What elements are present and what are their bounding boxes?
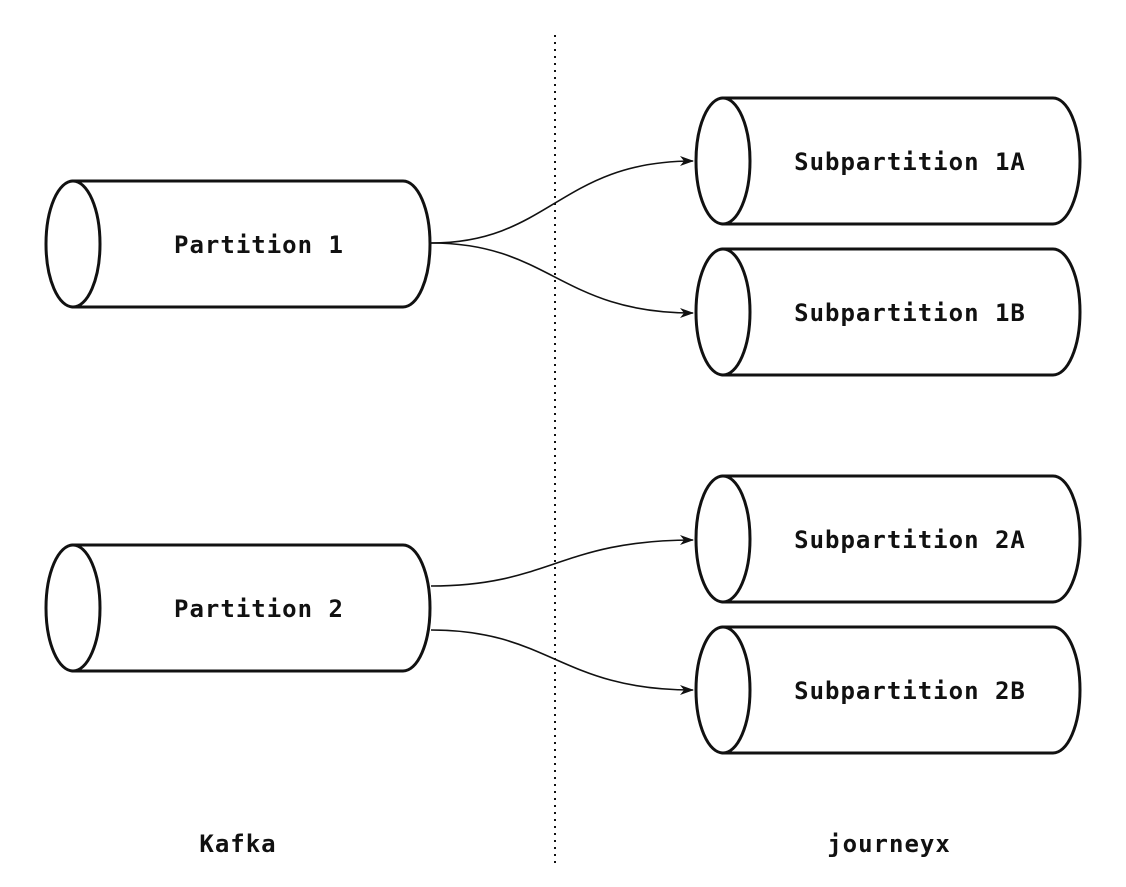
region-label-journeyx: journeyx xyxy=(827,830,951,858)
partition-1-node: Partition 1 xyxy=(44,179,432,309)
subpartition-1b-cylinder-body xyxy=(721,247,1082,377)
subpartition-1b-label: Subpartition 1B xyxy=(794,299,1026,327)
partition-2-cylinder-body xyxy=(71,543,432,673)
subpartition-2a-node: Subpartition 2A xyxy=(694,474,1082,604)
subpartition-1a-cylinder-cap xyxy=(694,96,752,226)
subpartition-1a-cylinder-body xyxy=(721,96,1082,226)
subpartition-2b-label: Subpartition 2B xyxy=(794,677,1026,705)
subpartition-1b-cylinder-cap xyxy=(694,247,752,377)
edge-partition-2-to-subpartition-2b xyxy=(430,629,694,695)
partition-1-label: Partition 1 xyxy=(174,231,344,259)
edges xyxy=(430,156,694,695)
subpartition-1a-node: Subpartition 1A xyxy=(694,96,1082,226)
edge-partition-1-to-subpartition-1a xyxy=(430,156,694,244)
partition-2-cylinder-cap xyxy=(44,543,102,673)
subpartition-1a-label: Subpartition 1A xyxy=(794,148,1026,176)
partition-2-label: Partition 2 xyxy=(174,595,344,623)
partition-1-cylinder-cap xyxy=(44,179,102,309)
subpartition-2a-cylinder-cap xyxy=(694,474,752,604)
subpartition-2b-node: Subpartition 2B xyxy=(694,625,1082,755)
edge-partition-2-to-subpartition-2a xyxy=(430,535,694,587)
subpartition-2b-cylinder-cap xyxy=(694,625,752,755)
region-label-kafka: Kafka xyxy=(199,830,276,858)
subpartition-2b-cylinder-body xyxy=(721,625,1082,755)
partition-2-node: Partition 2 xyxy=(44,543,432,673)
partition-1-cylinder-body xyxy=(71,179,432,309)
edge-partition-1-to-subpartition-1b xyxy=(430,242,694,318)
subpartition-1b-node: Subpartition 1B xyxy=(694,247,1082,377)
subpartition-2a-label: Subpartition 2A xyxy=(794,526,1026,554)
subpartition-2a-cylinder-body xyxy=(721,474,1082,604)
